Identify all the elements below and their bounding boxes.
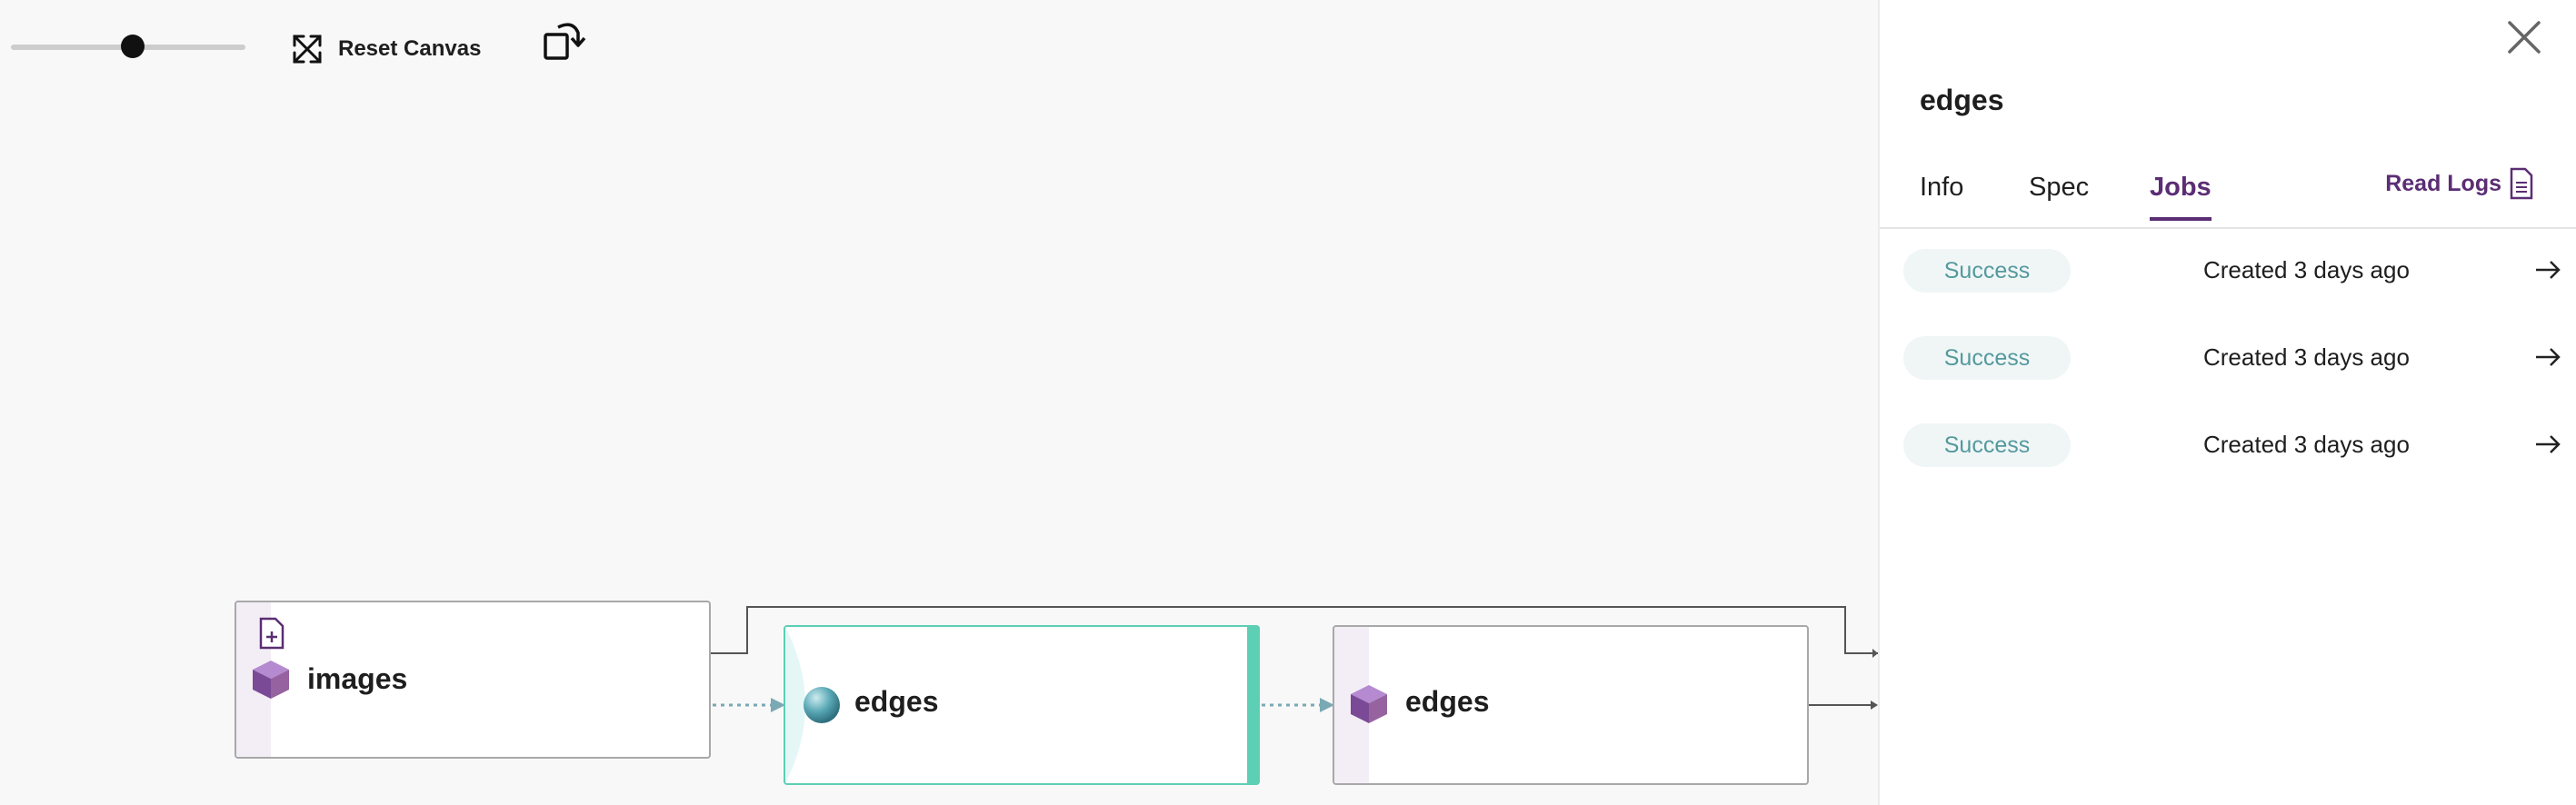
dag-canvas[interactable]: Reset Canvas images: [0, 0, 1878, 805]
close-icon: [2508, 21, 2541, 54]
job-row[interactable]: Success Created 3 days ago: [1880, 316, 2576, 403]
node-title: edges: [1405, 685, 1490, 718]
read-logs-label: Read Logs: [2385, 170, 2501, 196]
details-panel: edges Info Spec Jobs Read Logs Success C…: [1878, 0, 2576, 805]
pipeline-accent-bar: [1247, 625, 1260, 785]
job-row[interactable]: Success Created 3 days ago: [1880, 403, 2576, 491]
dag-node-images[interactable]: images: [235, 601, 711, 759]
rotate-canvas-button[interactable]: [540, 16, 591, 67]
arrow-right-icon[interactable]: [2534, 258, 2561, 282]
node-title: edges: [854, 685, 939, 718]
cube-icon: [1351, 685, 1387, 723]
arrow-right-icon[interactable]: [2534, 345, 2561, 369]
read-logs-button[interactable]: Read Logs: [2385, 167, 2534, 200]
job-row[interactable]: Success Created 3 days ago: [1880, 229, 2576, 316]
reset-canvas-label: Reset Canvas: [338, 36, 482, 61]
tab-jobs[interactable]: Jobs: [2150, 173, 2212, 221]
pipeline-curve: [785, 627, 805, 783]
job-created-time: Created 3 days ago: [2203, 431, 2410, 458]
dag-links: [711, 606, 1878, 712]
panel-title: edges: [1920, 84, 2004, 116]
reset-canvas-button[interactable]: Reset Canvas: [289, 31, 481, 67]
panel-tabs: Info Spec Jobs: [1880, 164, 2576, 229]
cube-icon: [253, 661, 289, 699]
status-badge: Success: [1903, 423, 2071, 467]
job-created-time: Created 3 days ago: [2203, 256, 2410, 283]
jobs-list: Success Created 3 days ago Success Creat…: [1880, 229, 2576, 491]
tab-spec[interactable]: Spec: [2029, 173, 2090, 202]
dag-node-output-edges[interactable]: edges: [1333, 625, 1809, 785]
status-badge: Success: [1903, 249, 2071, 293]
sphere-icon: [804, 687, 840, 723]
dag-node-pipeline-edges[interactable]: edges: [784, 625, 1260, 785]
expand-icon: [293, 35, 322, 64]
zoom-slider-thumb[interactable]: [121, 35, 145, 58]
job-created-time: Created 3 days ago: [2203, 343, 2410, 371]
status-badge: Success: [1903, 336, 2071, 380]
node-title: images: [307, 662, 408, 695]
arrow-right-icon[interactable]: [2534, 432, 2561, 456]
document-icon: [2510, 167, 2533, 200]
file-add-icon: [259, 617, 285, 650]
rotate-icon: [544, 23, 586, 60]
close-panel-button[interactable]: [2505, 18, 2543, 56]
tab-info[interactable]: Info: [1920, 173, 1964, 202]
